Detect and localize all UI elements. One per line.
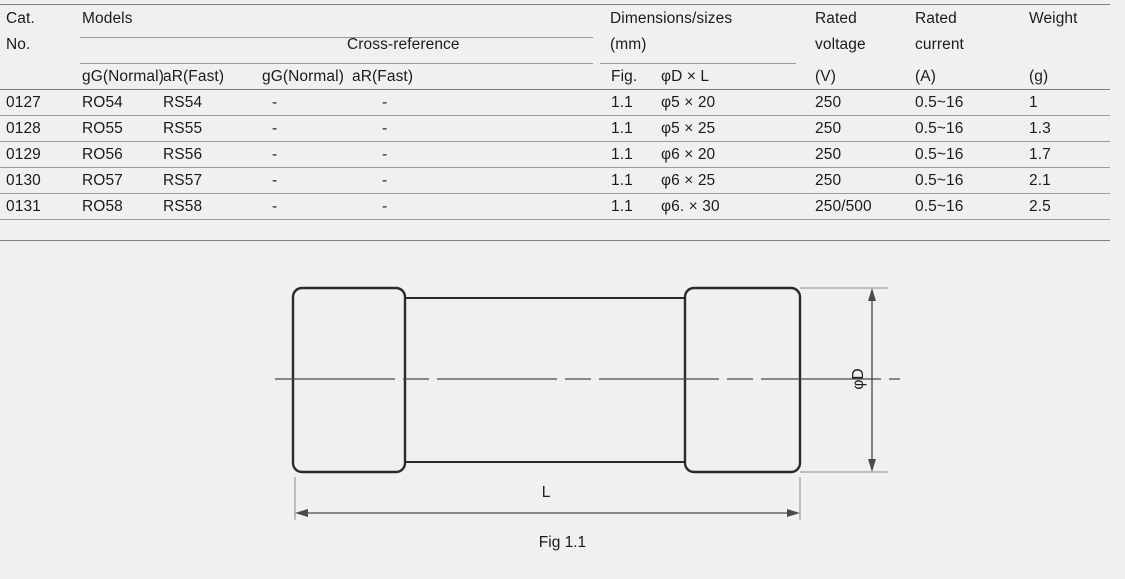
table-row: - xyxy=(272,198,278,215)
table-row: 250 xyxy=(815,146,842,163)
table-row: 2.1 xyxy=(1029,172,1051,189)
length-arrow-right xyxy=(787,509,800,517)
table-row: 1.1 xyxy=(611,146,633,163)
row-rule-1 xyxy=(0,115,1110,116)
table-top-rule xyxy=(0,4,1110,5)
table-row: 0130 xyxy=(6,172,41,189)
table-row: RS55 xyxy=(163,120,203,137)
header-rated-voltage-line2: voltage xyxy=(815,36,866,53)
header-dimensions-line1: Dimensions/sizes xyxy=(610,10,733,27)
table-row: - xyxy=(272,120,278,137)
table-row: 250 xyxy=(815,120,842,137)
header-rated-current-line2: current xyxy=(915,36,964,53)
header-cat-no-line2: No. xyxy=(6,36,31,53)
table-row: 1.1 xyxy=(611,198,633,215)
table-row: 1.3 xyxy=(1029,120,1051,137)
header-cross-reference: Cross-reference xyxy=(347,36,460,53)
table-row: 1.1 xyxy=(611,94,633,111)
table-row: φ5 × 25 xyxy=(661,120,716,137)
header-weight: Weight xyxy=(1029,10,1078,27)
table-row: 0131 xyxy=(6,198,41,215)
table-row: φ6 × 20 xyxy=(661,146,716,163)
dimensions-rule xyxy=(600,63,796,64)
length-label: L xyxy=(542,484,551,501)
header-xref-ar: aR(Fast) xyxy=(352,68,414,85)
table-row: 1.1 xyxy=(611,120,633,137)
table-row: - xyxy=(382,172,388,189)
specification-table: Cat. No. Models Cross-reference gG(Norma… xyxy=(0,0,1125,245)
header-models-ar: aR(Fast) xyxy=(163,68,225,85)
header-xref-gg: gG(Normal) xyxy=(262,68,344,85)
table-row: RS56 xyxy=(163,146,203,163)
table-row: 250/500 xyxy=(815,198,872,215)
fuse-end-cap-right xyxy=(683,286,802,474)
row-rule-4 xyxy=(0,193,1110,194)
header-rated-current-line1: Rated xyxy=(915,10,957,27)
table-row: - xyxy=(382,198,388,215)
header-rated-voltage-line1: Rated xyxy=(815,10,857,27)
table-row: - xyxy=(382,146,388,163)
row-rule-2 xyxy=(0,141,1110,142)
diameter-arrow-top xyxy=(868,288,876,301)
table-row: RS54 xyxy=(163,94,203,111)
table-row: - xyxy=(382,94,388,111)
row-rule-3 xyxy=(0,167,1110,168)
header-rated-current-unit: (A) xyxy=(915,68,936,85)
table-row: 250 xyxy=(815,172,842,189)
table-row: 250 xyxy=(815,94,842,111)
table-row: 1.1 xyxy=(611,172,633,189)
table-row: 1.7 xyxy=(1029,146,1051,163)
diameter-arrow-bottom xyxy=(868,459,876,472)
table-row: RO54 xyxy=(82,94,123,111)
models-rule xyxy=(80,37,593,38)
crossref-rule xyxy=(80,63,593,64)
table-row: RO58 xyxy=(82,198,123,215)
table-row: - xyxy=(272,94,278,111)
table-row: - xyxy=(382,120,388,137)
table-row: RS57 xyxy=(163,172,203,189)
table-row: 1 xyxy=(1029,94,1038,111)
fuse-body xyxy=(404,297,686,463)
table-row: 0129 xyxy=(6,146,41,163)
header-dia-length: φD × L xyxy=(661,68,710,85)
header-models: Models xyxy=(82,10,133,27)
table-row: 0.5~16 xyxy=(915,120,964,137)
header-weight-unit: (g) xyxy=(1029,68,1049,85)
table-row: RO57 xyxy=(82,172,123,189)
fuse-end-cap-left xyxy=(291,286,407,474)
table-row: φ5 × 20 xyxy=(661,94,716,111)
table-row: - xyxy=(272,146,278,163)
header-cat-no-line1: Cat. xyxy=(6,10,35,27)
header-bottom-rule xyxy=(0,89,1110,90)
table-row: 0.5~16 xyxy=(915,146,964,163)
table-row: φ6 × 25 xyxy=(661,172,716,189)
diameter-label: φD xyxy=(850,368,867,389)
header-dimensions-line2: (mm) xyxy=(610,36,647,53)
table-row: 0.5~16 xyxy=(915,172,964,189)
table-row: 2.5 xyxy=(1029,198,1051,215)
table-row: 0127 xyxy=(6,94,41,111)
header-rated-voltage-unit: (V) xyxy=(815,68,836,85)
table-row: 0128 xyxy=(6,120,41,137)
table-row: φ6. × 30 xyxy=(661,198,720,215)
table-row: 0.5~16 xyxy=(915,198,964,215)
header-models-gg: gG(Normal) xyxy=(82,68,164,85)
table-row: - xyxy=(272,172,278,189)
table-row: RS58 xyxy=(163,198,203,215)
figure-caption: Fig 1.1 xyxy=(538,534,587,551)
fuse-dimension-drawing: φD L Fig 1.1 xyxy=(0,245,1125,579)
table-row: RO56 xyxy=(82,146,123,163)
row-rule-5 xyxy=(0,219,1110,220)
table-bottom-rule xyxy=(0,240,1110,241)
length-arrow-left xyxy=(295,509,308,517)
table-row: 0.5~16 xyxy=(915,94,964,111)
header-fig: Fig. xyxy=(611,68,638,85)
table-row: RO55 xyxy=(82,120,123,137)
